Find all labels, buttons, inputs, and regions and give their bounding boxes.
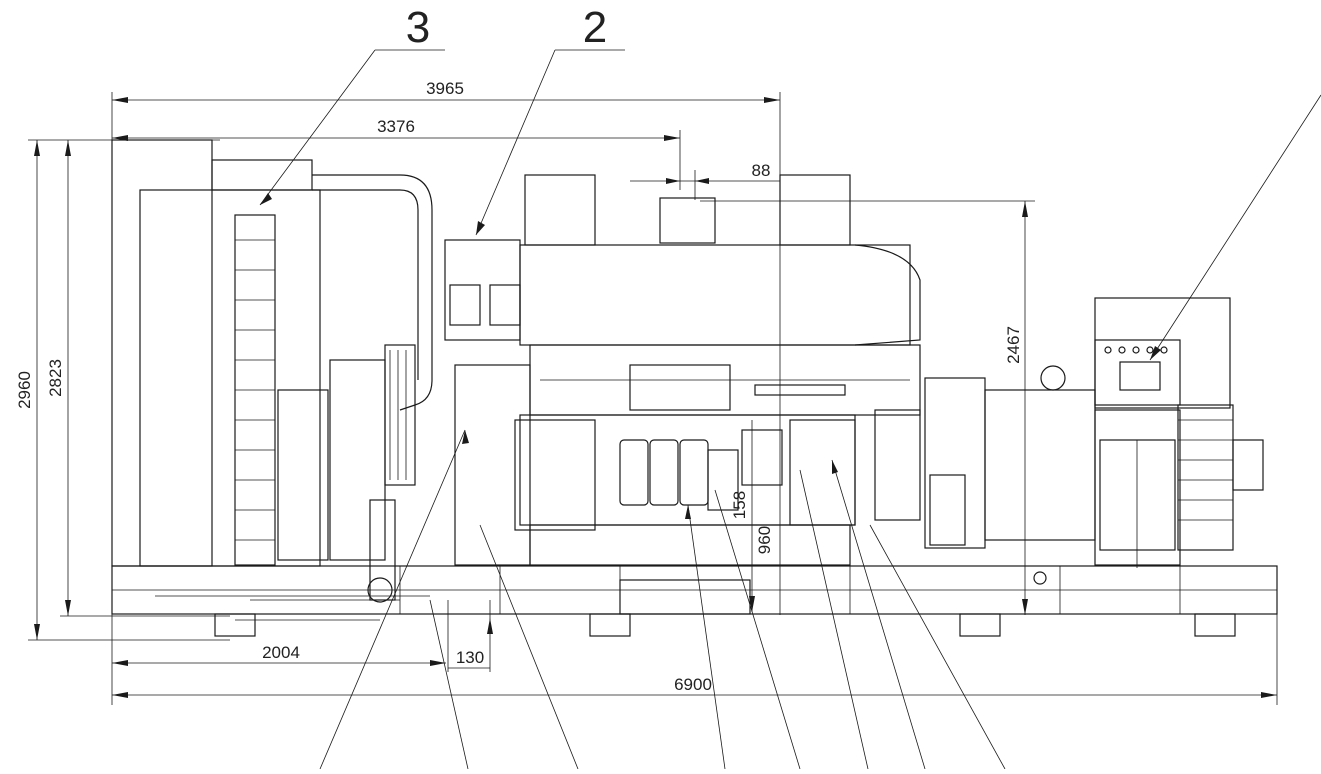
radiator xyxy=(111,139,433,567)
dim-130: 130 xyxy=(456,648,484,667)
callout-2-leader xyxy=(475,49,556,236)
arrowhead xyxy=(666,178,680,184)
callout-2-arrow xyxy=(476,221,485,235)
arrowhead xyxy=(1261,692,1277,698)
arrowhead xyxy=(430,660,446,666)
dim-3376: 3376 xyxy=(377,117,415,136)
control-panel xyxy=(1094,297,1231,568)
arrowhead xyxy=(832,460,838,474)
leader-lines-bottom xyxy=(319,429,1006,770)
arrowhead xyxy=(112,97,128,103)
fan-drive xyxy=(329,344,416,603)
dim-88: 88 xyxy=(752,161,771,180)
arrowhead xyxy=(695,178,709,184)
engine xyxy=(444,174,921,566)
callout-3-arrow xyxy=(260,193,272,205)
dim-2467: 2467 xyxy=(1004,326,1023,364)
dim-158: 158 xyxy=(730,491,749,519)
arrowhead xyxy=(112,660,128,666)
arrowhead xyxy=(664,135,680,141)
dim-960: 960 xyxy=(755,526,774,554)
mounts xyxy=(214,613,1236,637)
arrowhead xyxy=(65,140,71,156)
arrowhead xyxy=(1022,599,1028,615)
arrowhead xyxy=(462,430,469,444)
arrowhead xyxy=(487,618,493,634)
arrowhead xyxy=(685,505,691,519)
base-frame xyxy=(111,565,1278,615)
panel-leader-arrow xyxy=(1150,346,1161,360)
dim-2823: 2823 xyxy=(46,359,65,397)
alternator xyxy=(924,365,1264,551)
arrowhead xyxy=(34,140,40,156)
panel-leader xyxy=(1149,94,1321,361)
arrowhead xyxy=(34,624,40,640)
base-details xyxy=(155,571,1047,621)
dim-2960: 2960 xyxy=(15,371,34,409)
arrowhead xyxy=(764,97,780,103)
arrowhead xyxy=(65,600,71,616)
dim-3965: 3965 xyxy=(426,79,464,98)
dim-2004: 2004 xyxy=(262,643,300,662)
arrowhead xyxy=(112,692,128,698)
arrowhead xyxy=(1022,201,1028,217)
callout-3: 3 xyxy=(406,3,430,52)
callout-3-leader xyxy=(259,49,376,206)
dim-6900: 6900 xyxy=(674,675,712,694)
callout-2: 2 xyxy=(583,3,607,52)
